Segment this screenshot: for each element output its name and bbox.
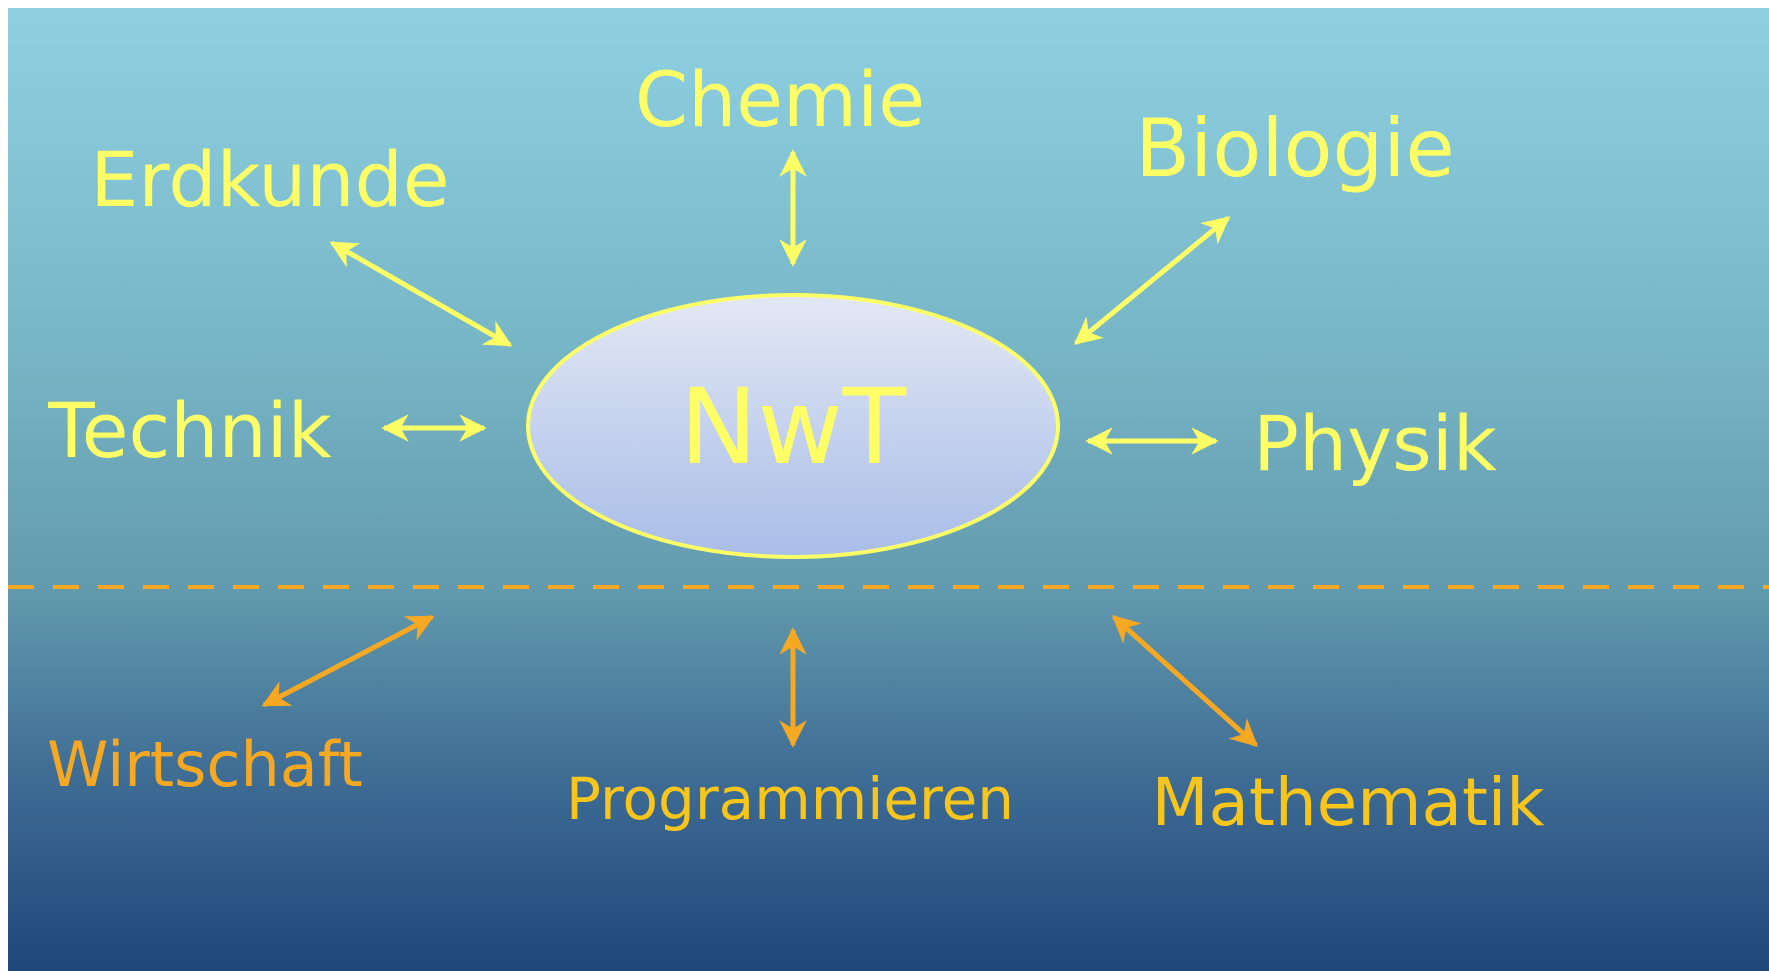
subject-mathematik: Mathematik (1152, 764, 1546, 841)
subject-programmieren: Programmieren (566, 765, 1014, 833)
subject-wirtschaft: Wirtschaft (47, 728, 363, 801)
subject-technik: Technik (47, 386, 332, 475)
subject-physik: Physik (1253, 399, 1497, 488)
subject-chemie: Chemie (635, 55, 925, 144)
arrow-erdkunde (329, 240, 513, 348)
nwt-ellipse (526, 293, 1060, 559)
subject-erdkunde: Erdkunde (90, 135, 449, 224)
arrow-biologie (1073, 216, 1231, 345)
subject-biologie: Biologie (1135, 102, 1454, 195)
arrow-wirtschaft (261, 614, 435, 708)
arrow-mathematik (1111, 615, 1259, 747)
nwt-label: NwT (680, 366, 907, 488)
